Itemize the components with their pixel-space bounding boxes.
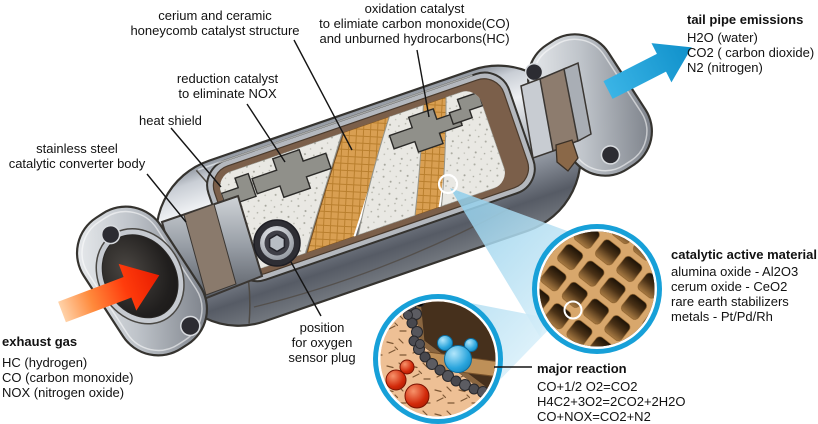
leader-lines [146, 39, 532, 368]
catalyst-particle-chain [403, 301, 496, 401]
body-marker-circle [437, 173, 459, 195]
tailpipe-outlet-arrow-icon [603, 43, 692, 99]
catalytic-material-item: cerum oxide - CeO2 [671, 279, 788, 294]
tailpipe-title: tail pipe emissions [687, 12, 804, 27]
inlet-bolt-hole-top [100, 224, 121, 245]
outlet-bolt-hole-bottom [600, 145, 621, 165]
oxygen-sensor-bolt [253, 219, 301, 267]
honeycomb-marker-circle [563, 300, 583, 320]
leader-heat-shield [170, 127, 222, 188]
tailpipe-item: N2 (nitrogen) [687, 60, 763, 75]
label-major-reaction: major reaction CO+1/2 O2=CO2 H4C2+3O2=2C… [537, 361, 686, 424]
label-oxidation-catalyst: oxidation catalyst to elimiate carbon mo… [319, 1, 510, 46]
leader-reduction [246, 103, 286, 163]
major-reaction-item: H4C2+3O2=2CO2+2H2O [537, 394, 686, 409]
major-reaction-item: CO+NOX=CO2+N2 [537, 409, 651, 424]
blue-molecule-icon [437, 335, 478, 373]
label-heat-shield: heat shield [139, 113, 202, 128]
catalytic-material-title: catalytic active material [671, 247, 817, 262]
catalytic-material-item: metals - Pt/Pd/Rh [671, 309, 773, 324]
honeycomb-plate-left [251, 148, 332, 199]
major-reaction-title: major reaction [537, 361, 627, 376]
label-cerium-honeycomb: cerium and ceramic honeycomb catalyst st… [130, 8, 300, 38]
exhaust-inlet-arrow-icon [58, 263, 160, 323]
exhaust-title: exhaust gas [2, 334, 78, 349]
tailpipe-item: H2O (water) [687, 30, 758, 45]
honeycomb-inset [532, 224, 662, 354]
inner-pipe-tab [555, 139, 579, 172]
leader-cerium [293, 39, 353, 151]
red-molecule-icon [385, 359, 430, 409]
leader-oxygen-sensor [290, 261, 322, 317]
honeycomb-plate-middle [388, 107, 464, 153]
label-exhaust-gas: exhaust gas HC (hydrogen) CO (carbon mon… [2, 334, 134, 400]
reaction-inset [373, 294, 503, 424]
label-reduction-catalyst: reduction catalyst to eliminate NOX [176, 71, 279, 101]
leader-stainless [146, 173, 187, 223]
catalytic-material-item: rare earth stabilizers [671, 294, 789, 309]
label-catalytic-material: catalytic active material alumina oxide … [671, 247, 817, 324]
shell-highlight [197, 74, 473, 171]
outlet-neck [520, 61, 592, 172]
inlet-bolt-hole-bottom [180, 315, 201, 337]
leader-oxidation [416, 49, 430, 118]
hex-bolt-icon [268, 233, 286, 253]
exhaust-item: HC (hydrogen) [2, 355, 88, 370]
exhaust-item: NOX (nitrogen oxide) [2, 385, 125, 400]
label-stainless-body: stainless steel catalytic converter body [8, 141, 146, 171]
label-tailpipe-emissions: tail pipe emissions H2O (water) CO2 ( ca… [687, 12, 814, 75]
catalytic-material-item: alumina oxide - Al2O3 [671, 264, 799, 279]
major-reaction-item: CO+1/2 O2=CO2 [537, 379, 638, 394]
tailpipe-item: CO2 ( carbon dioxide) [687, 45, 815, 60]
exhaust-item: CO (carbon monoxide) [2, 370, 134, 385]
label-oxygen-sensor: position for oxygen sensor plug [288, 320, 356, 365]
